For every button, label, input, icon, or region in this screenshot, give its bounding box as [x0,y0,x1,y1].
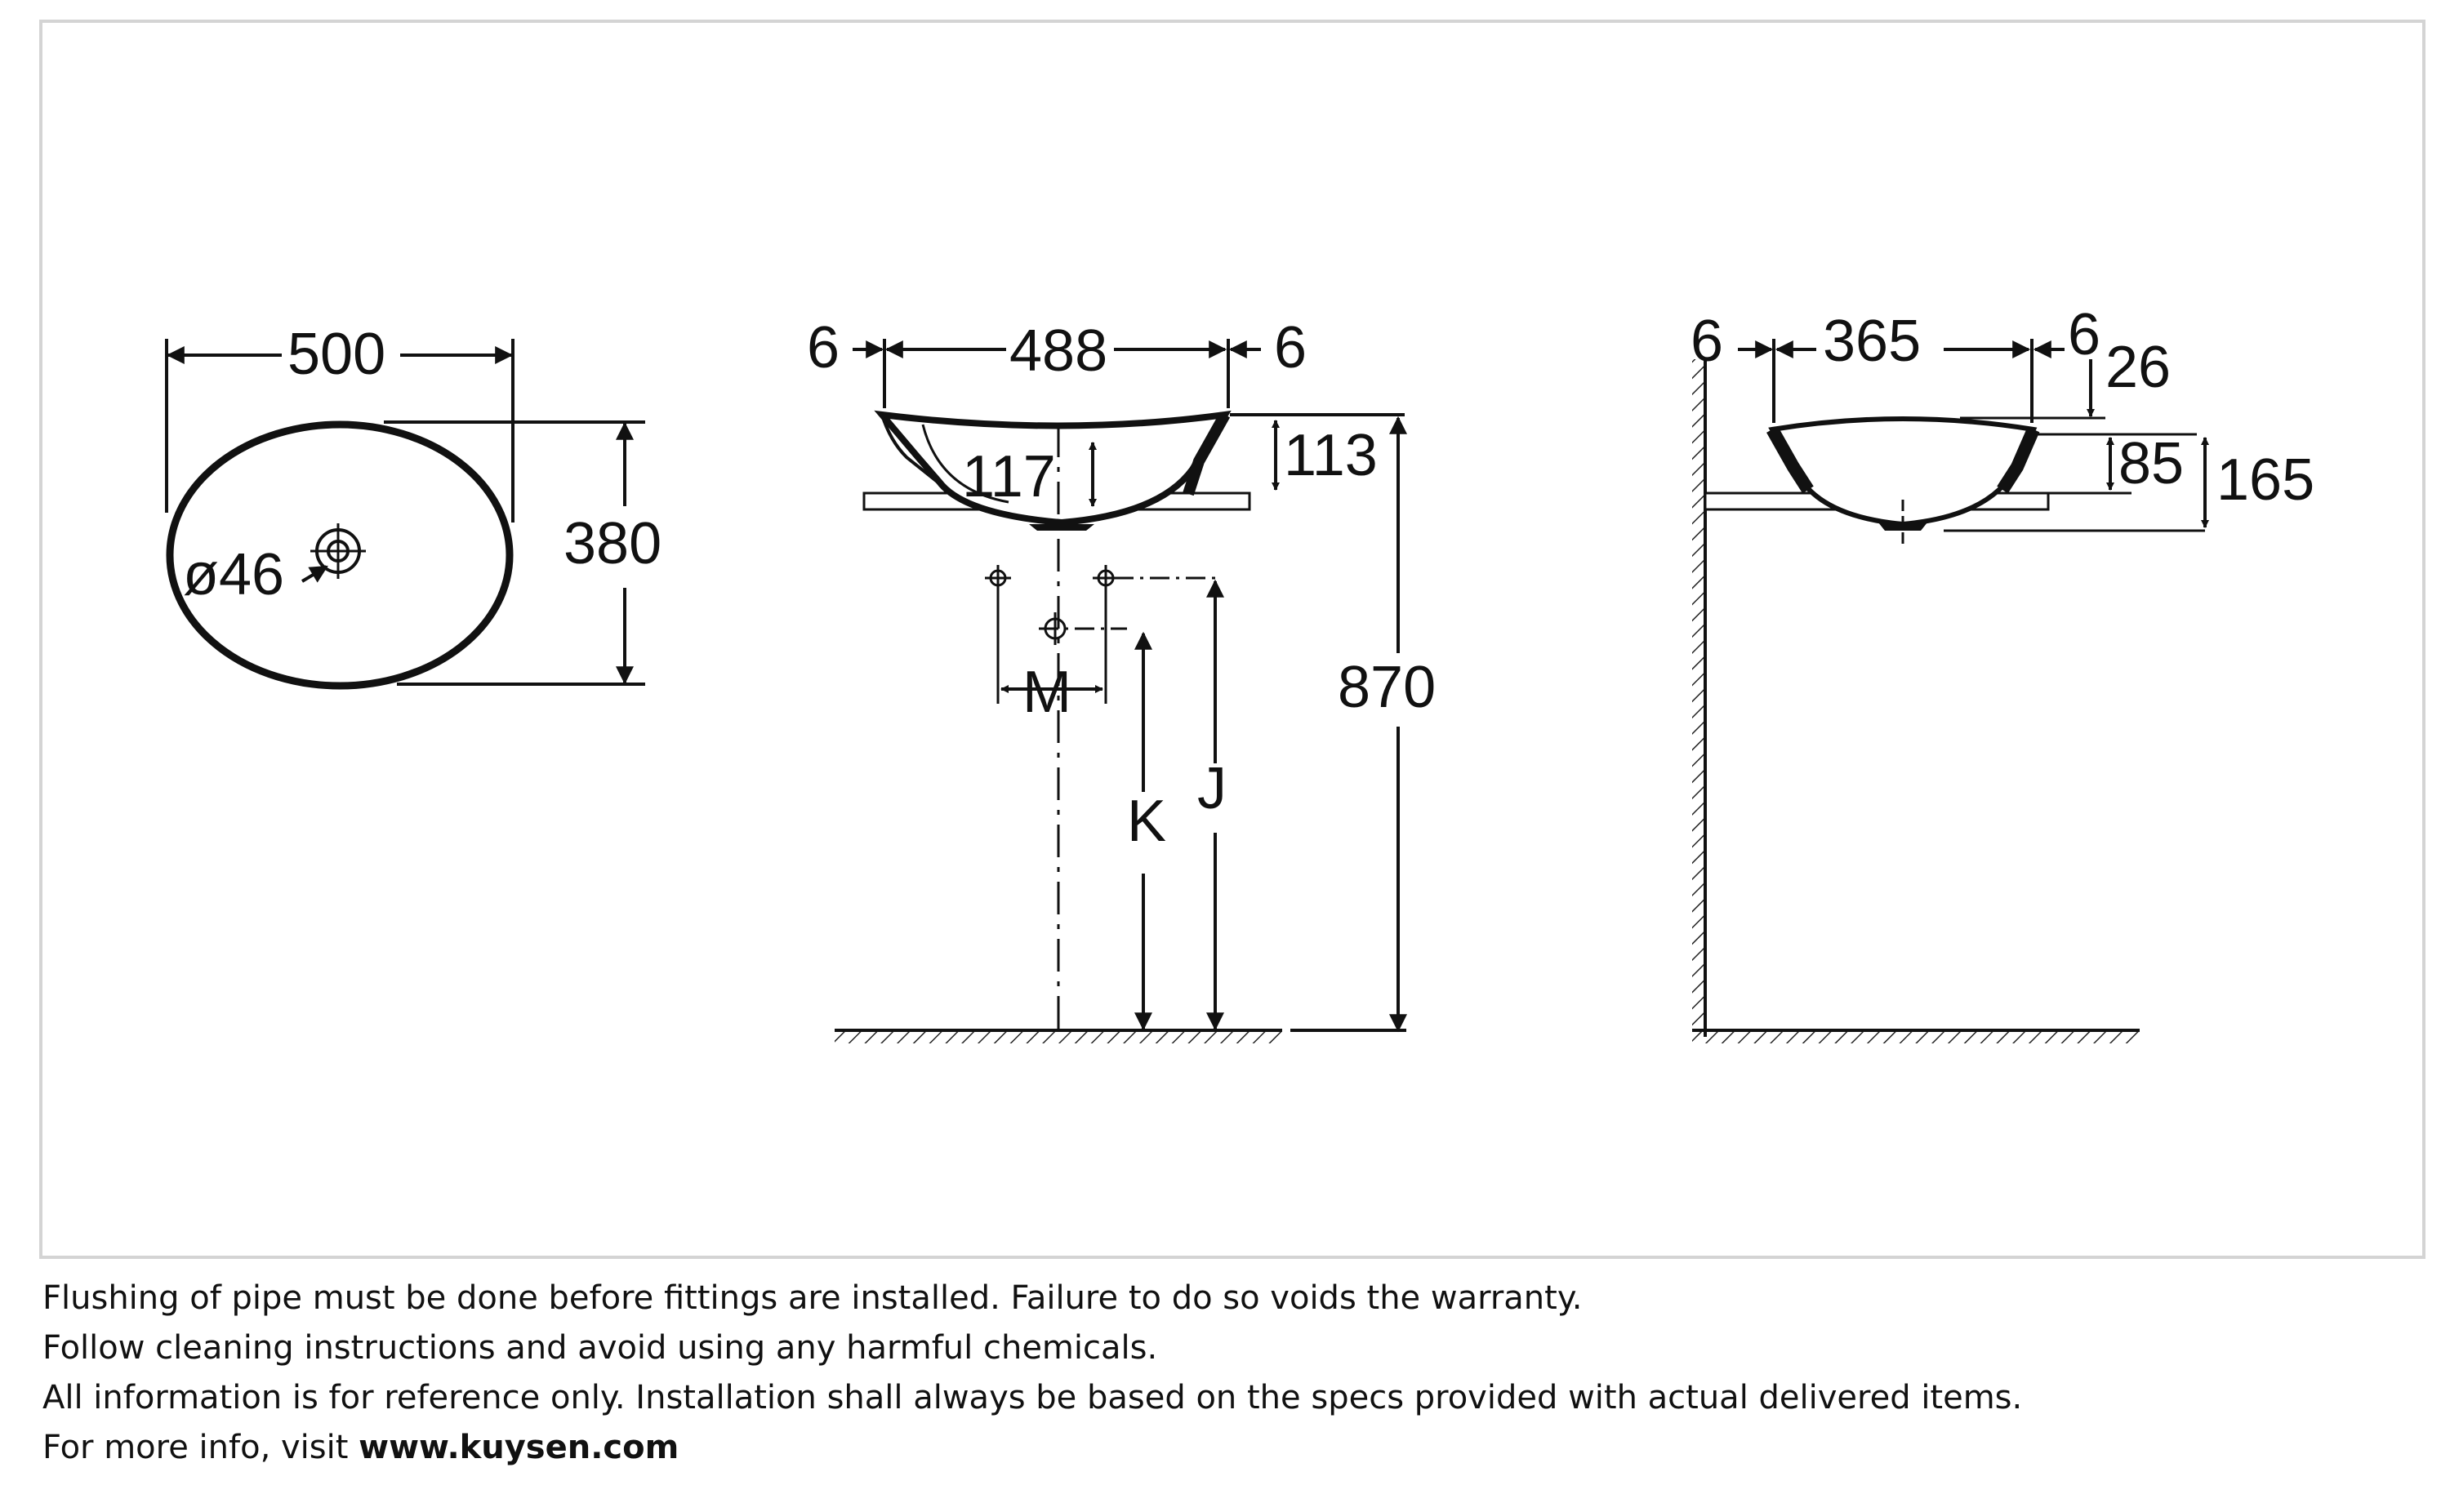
side-view: 6 365 6 26 85 165 [1690,302,2314,1043]
website-link[interactable]: www.kuysen.com [359,1429,679,1466]
dim-j-label: J [1197,756,1227,821]
front-view: 6 488 6 117 113 870 [807,315,1436,1043]
inner-height-85-label: 85 [2118,431,2184,496]
basin-outline-front [874,410,1232,527]
side-right-rim-label: 6 [2068,302,2100,367]
floor-hatch-side [1692,1030,2140,1043]
pipe-marker-icon [985,565,1217,645]
height-113-label: 113 [1284,423,1378,488]
basin-outline-top [166,420,514,690]
note-flushing: Flushing of pipe must be done before fit… [42,1279,1583,1317]
note-more-info: For more info, visit www.kuysen.com [42,1423,2411,1473]
height-870-label: 870 [1338,655,1436,720]
floor-hatch-front [835,1030,1282,1043]
side-inner-depth-label: 365 [1823,309,1921,374]
depth-380-label: 380 [564,511,662,576]
bowl-depth-label: 117 [962,444,1056,509]
wall-hatch [1692,359,1705,1037]
drain-diameter-label: ø46 [183,542,284,607]
front-left-rim-label: 6 [807,315,840,380]
side-left-rim-label: 6 [1690,309,1723,374]
more-info-prefix: For more info, visit [42,1429,359,1466]
front-inner-width-label: 488 [1009,318,1107,384]
note-cleaning: Follow cleaning instructions and avoid u… [42,1329,1158,1367]
basin-outline-side [1768,416,2038,527]
dim-k-label: K [1127,789,1166,854]
width-500-label: 500 [287,322,385,387]
total-height-165-label: 165 [2216,447,2314,513]
dim-m-label: M [1022,660,1071,725]
rim-drop-26-label: 26 [2105,335,2171,400]
drawing-frame [39,20,2426,1259]
notes-block: Flushing of pipe must be done before fit… [42,1274,2411,1473]
top-view: ø46 500 380 [165,322,662,690]
front-right-rim-label: 6 [1274,315,1307,380]
drain-icon [310,523,366,579]
note-reference: All information is for reference only. I… [42,1379,2023,1416]
